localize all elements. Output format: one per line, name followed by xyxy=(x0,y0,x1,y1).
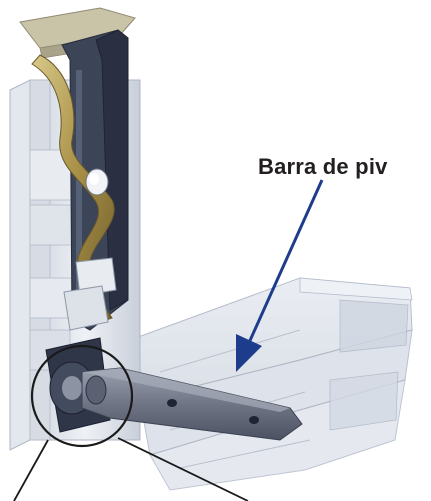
detail-circle xyxy=(30,344,134,448)
spring-pin xyxy=(85,168,109,196)
pivot-bar xyxy=(81,367,303,441)
leader-lines xyxy=(13,437,249,501)
pivot-bar-label: Barra de piv xyxy=(258,154,388,179)
callout-arrow xyxy=(236,179,324,372)
